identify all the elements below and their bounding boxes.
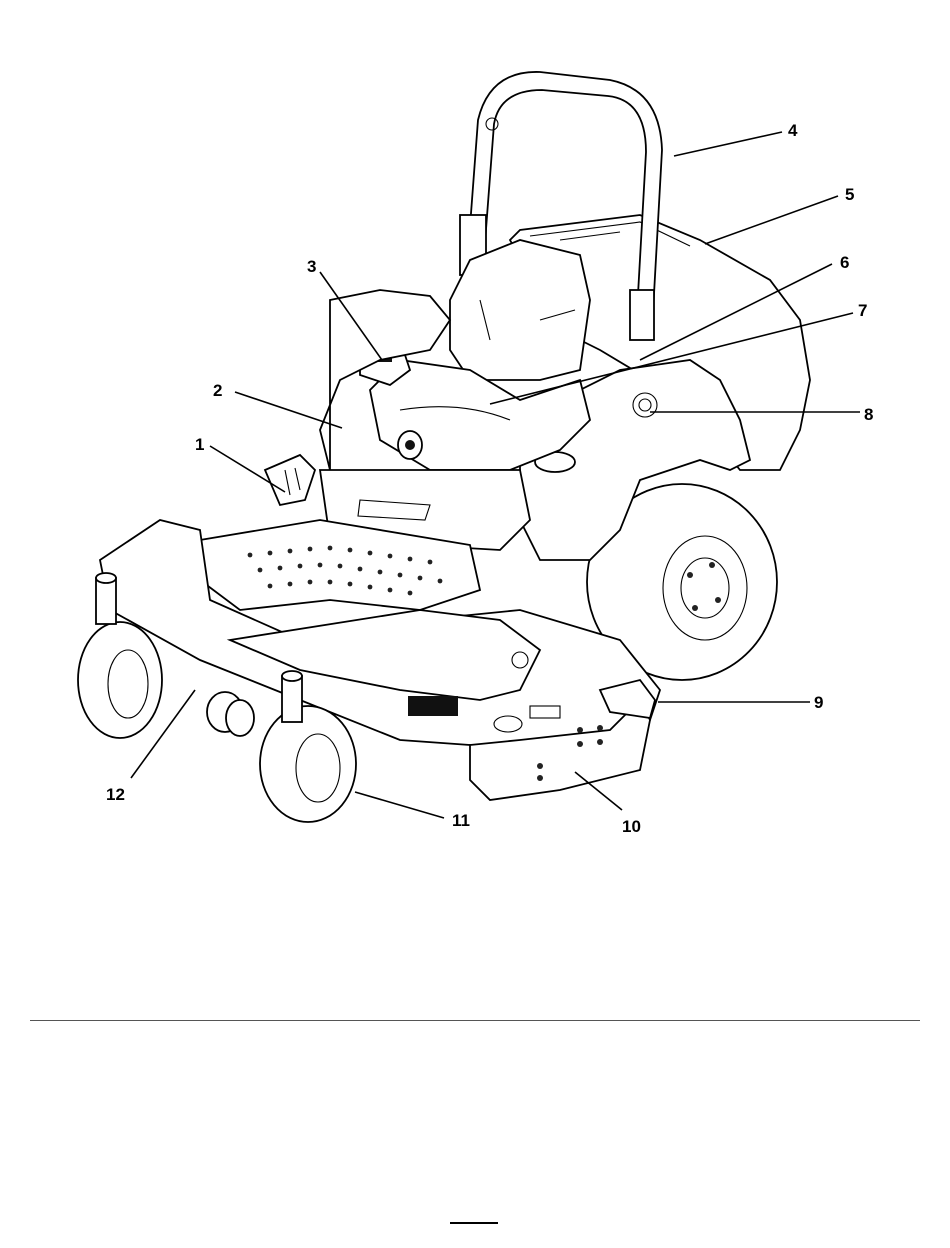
callout-10: 10 — [622, 817, 641, 836]
callout-4: 4 — [788, 121, 798, 140]
callout-11: 11 — [452, 811, 470, 830]
page-footer-rule — [450, 1222, 498, 1224]
callout-7: 7 — [858, 301, 867, 320]
parking-brake — [265, 455, 315, 505]
callout-3: 3 — [307, 257, 316, 276]
anti-scalp-roller — [207, 692, 254, 736]
callout-12: 12 — [106, 785, 125, 804]
callout-2: 2 — [213, 381, 222, 400]
callout-6: 6 — [840, 253, 849, 272]
callout-1: 1 — [195, 435, 204, 454]
callout-8: 8 — [864, 405, 873, 424]
callout-9: 9 — [814, 693, 823, 712]
mower-diagram: 1 2 3 4 5 6 7 8 9 10 11 12 — [0, 0, 950, 860]
section-divider — [30, 1020, 920, 1021]
callout-5: 5 — [845, 185, 854, 204]
